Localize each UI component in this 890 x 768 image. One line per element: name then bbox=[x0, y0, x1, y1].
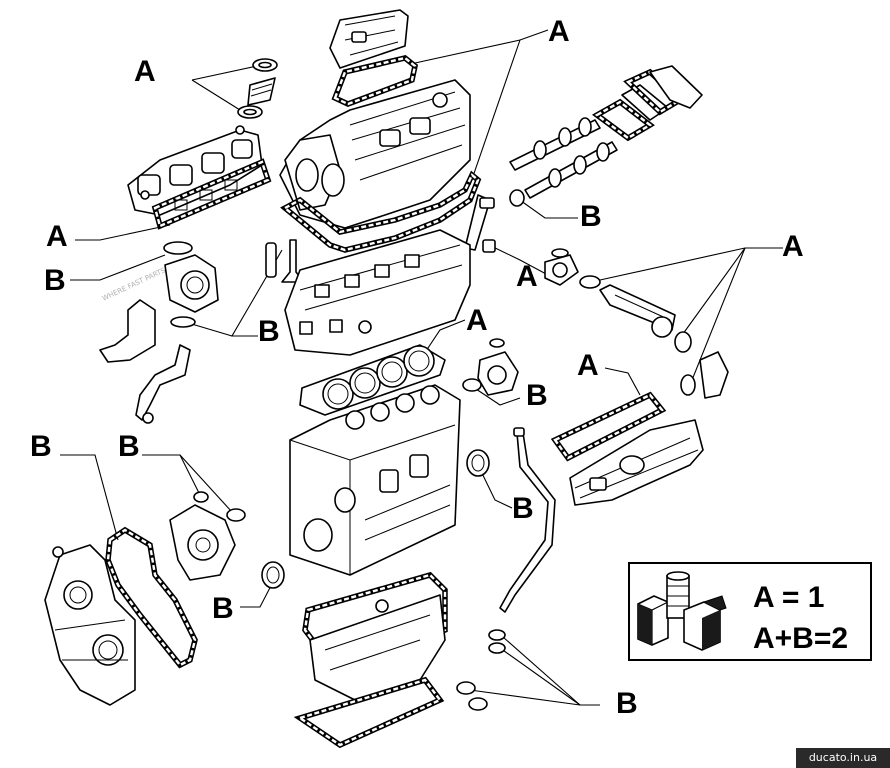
timing-cover bbox=[44, 544, 136, 706]
egr-elbow bbox=[680, 351, 729, 399]
legend-line-1: A = 1 bbox=[753, 581, 824, 614]
legend-line-2: A+B=2 bbox=[753, 622, 848, 655]
label-b-oil-pan: B bbox=[616, 687, 638, 720]
label-a-right-egr: A bbox=[782, 230, 804, 263]
exhaust-manifold bbox=[127, 125, 263, 216]
site-tag: ducato.in.ua bbox=[796, 748, 890, 768]
cylinder-head bbox=[284, 229, 471, 356]
engine-block bbox=[289, 384, 461, 576]
label-b-crank-seal-rear: B bbox=[212, 592, 234, 625]
drain-plug-washers bbox=[456, 629, 506, 711]
label-b-thermostat: B bbox=[526, 379, 548, 412]
label-a-head-gasket: A bbox=[466, 304, 488, 337]
dipstick-tube bbox=[499, 427, 556, 613]
label-b-timing-cover: B bbox=[30, 430, 52, 463]
egr-cooler bbox=[579, 275, 692, 353]
camshafts bbox=[509, 117, 618, 207]
egr-pipe-left bbox=[99, 299, 191, 424]
intake-manifold-gasket bbox=[550, 391, 667, 462]
exhaust-manifold-gasket bbox=[151, 158, 272, 230]
valve-cover-gasket bbox=[331, 55, 419, 107]
watermark: WHERE FAST PARTS bbox=[101, 266, 167, 303]
throttle-body bbox=[163, 241, 219, 328]
crank-seal-front bbox=[466, 449, 490, 477]
thermostat-housing bbox=[462, 338, 519, 396]
callout-labels: A A A B A B A B A A B B B B B B bbox=[30, 15, 804, 720]
label-b-crank-seal-front: B bbox=[512, 492, 534, 525]
label-b-pipe: B bbox=[258, 315, 280, 348]
label-a-manifold: A bbox=[46, 220, 68, 253]
small-gaskets-upper-left bbox=[237, 58, 278, 119]
label-a-upper-left: A bbox=[134, 55, 156, 88]
watermark-text: WHERE FAST PARTS bbox=[101, 266, 167, 303]
valves bbox=[265, 239, 305, 283]
water-pump bbox=[169, 491, 246, 581]
label-b-camshaft: B bbox=[580, 200, 602, 233]
gasket-kit-icon bbox=[637, 571, 727, 651]
label-a-intake: A bbox=[577, 349, 599, 382]
cam-carrier bbox=[279, 79, 471, 229]
cam-carrier-gasket bbox=[280, 170, 482, 253]
oil-pan-lower-gasket bbox=[293, 676, 445, 749]
label-b-left-throttle: B bbox=[44, 264, 66, 297]
crank-seal-rear bbox=[261, 561, 285, 589]
label-b-water-pump: B bbox=[118, 430, 140, 463]
injector bbox=[464, 194, 496, 253]
intake-manifold bbox=[569, 419, 704, 506]
egr-valve bbox=[544, 248, 579, 286]
cam-cover-plates bbox=[591, 65, 703, 142]
valve-cover bbox=[329, 9, 409, 69]
label-a-top: A bbox=[548, 15, 570, 48]
legend-box: A = 1 A+B=2 bbox=[628, 562, 872, 661]
head-gasket bbox=[299, 344, 446, 416]
label-a-injector: A bbox=[516, 260, 538, 293]
timing-cover-gasket bbox=[105, 526, 198, 669]
